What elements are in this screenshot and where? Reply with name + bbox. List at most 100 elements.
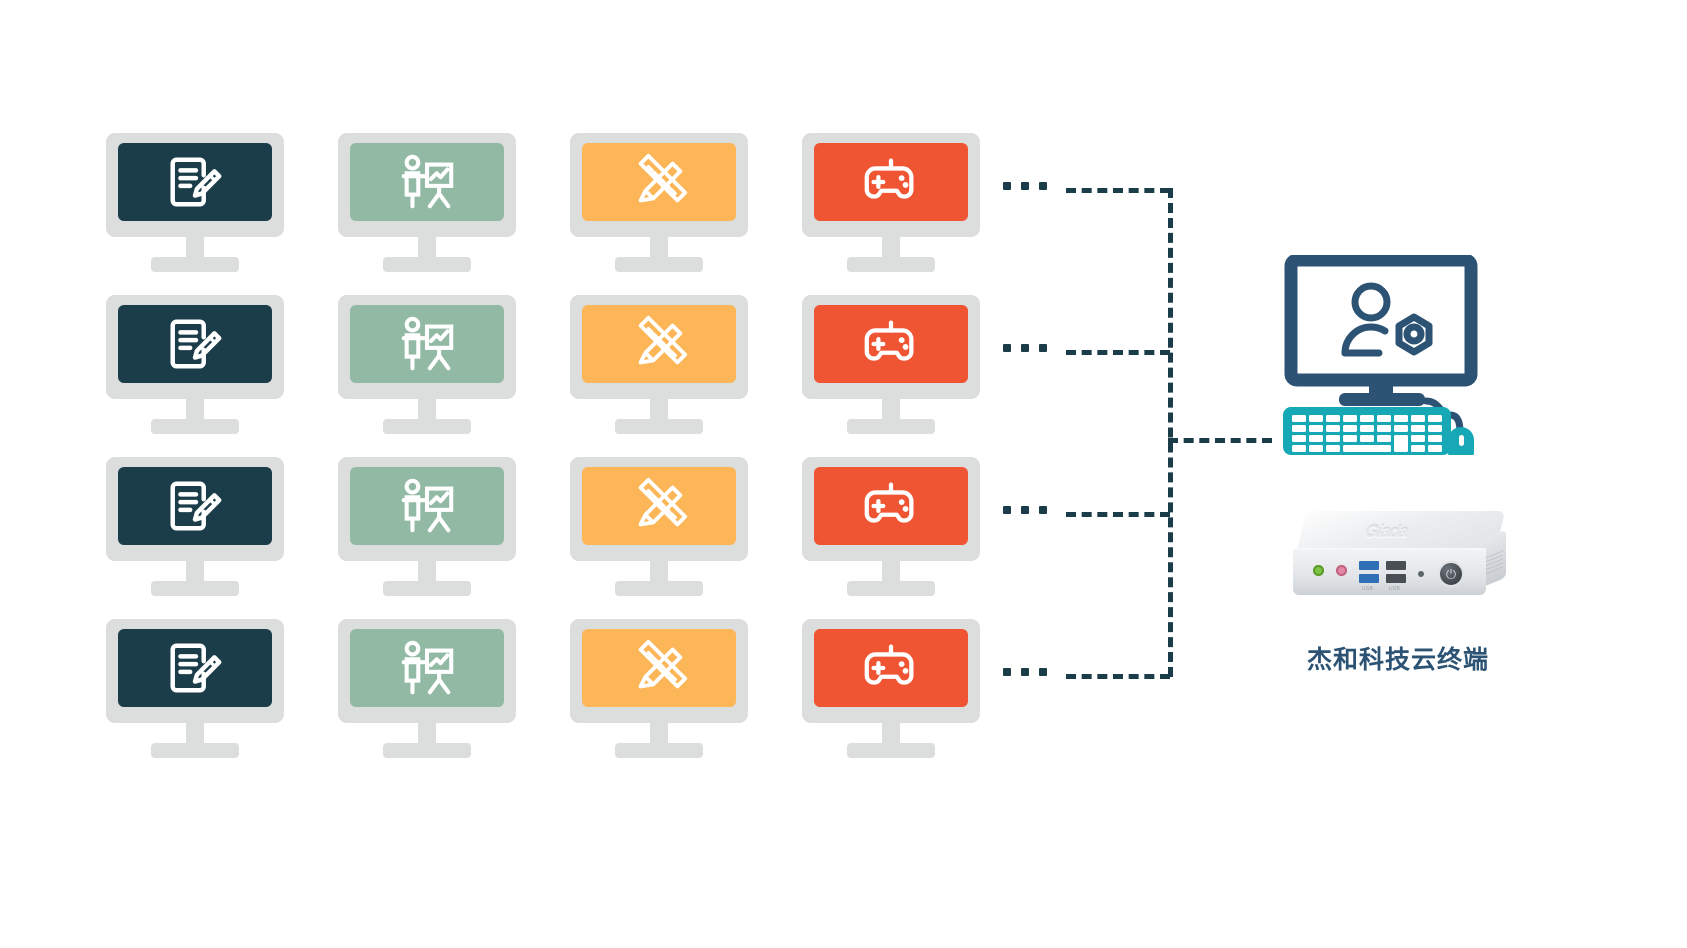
workstation-r4-c1[interactable] [106, 619, 284, 759]
ellipsis-dot [1021, 344, 1029, 352]
ellipsis-row-2 [1003, 344, 1047, 352]
monitor-base [615, 419, 703, 434]
monitor-neck [882, 560, 900, 583]
ellipsis-dot [1021, 182, 1029, 190]
monitor-screen [118, 467, 272, 545]
workstation-r4-c3[interactable] [570, 619, 748, 759]
terminal-monitor-base [1339, 393, 1425, 406]
monitor-base [847, 257, 935, 272]
monitor-screen [814, 305, 968, 383]
usb2-port-top [1386, 561, 1406, 570]
workstation-r2-c1[interactable] [106, 295, 284, 435]
monitor-neck [650, 398, 668, 421]
ellipsis-row-3 [1003, 506, 1047, 514]
workstation-r2-c3[interactable] [570, 295, 748, 435]
connector-branch-row-2 [1066, 350, 1170, 355]
workstation-r1-c2[interactable] [338, 133, 516, 273]
ruler-pencil-design-icon [638, 153, 688, 203]
monitor-neck [186, 560, 204, 583]
document-edit-icon [170, 319, 222, 369]
monitor-screen [814, 143, 968, 221]
monitor-neck [882, 722, 900, 745]
monitor-neck [650, 236, 668, 259]
presentation-chart-icon [401, 478, 454, 533]
workstation-r3-c4[interactable] [802, 457, 980, 597]
workstation-r1-c4[interactable] [802, 133, 980, 273]
terminal-workstation-icon [1283, 255, 1478, 455]
gamepad-icon [864, 320, 914, 361]
ruler-pencil-design-icon [638, 639, 688, 689]
monitor-neck [418, 560, 436, 583]
monitor-screen [118, 305, 272, 383]
monitor-screen [350, 467, 504, 545]
monitor-neck [650, 560, 668, 583]
workstation-r2-c4[interactable] [802, 295, 980, 435]
monitor-screen [350, 143, 504, 221]
reset-pinhole [1418, 571, 1424, 577]
monitor-base [615, 581, 703, 596]
monitor-base [383, 743, 471, 758]
power-button[interactable]: ⏻ [1438, 561, 1464, 587]
monitor-neck [186, 722, 204, 745]
mouse-icon [1448, 427, 1474, 455]
user-gear-icon [1341, 282, 1433, 357]
monitor-neck [418, 398, 436, 421]
ellipsis-dot [1039, 182, 1047, 190]
connector-vertical-bus [1168, 188, 1173, 677]
monitor-base [615, 743, 703, 758]
mini-pc-icon: Giada USB USB ⏻ [1293, 510, 1508, 602]
monitor-screen [814, 467, 968, 545]
connector-trunk-to-terminal [1168, 438, 1272, 443]
monitor-base [615, 257, 703, 272]
monitor-base [383, 419, 471, 434]
document-edit-icon [170, 157, 222, 207]
monitor-base [151, 743, 239, 758]
monitor-base [151, 581, 239, 596]
workstation-r4-c4[interactable] [802, 619, 980, 759]
terminal-monitor-frame [1284, 255, 1478, 387]
gamepad-icon [864, 644, 914, 685]
connector-branch-row-1 [1066, 188, 1170, 193]
monitor-screen [814, 629, 968, 707]
monitor-base [383, 581, 471, 596]
presentation-chart-icon [401, 316, 454, 371]
monitor-neck [418, 722, 436, 745]
workstation-r3-c1[interactable] [106, 457, 284, 597]
usb2-port-bottom [1386, 574, 1406, 583]
monitor-base [151, 419, 239, 434]
gamepad-icon [864, 482, 914, 523]
monitor-base [847, 419, 935, 434]
ellipsis-dot [1039, 668, 1047, 676]
power-glyph: ⏻ [1445, 566, 1457, 582]
ellipsis-row-1 [1003, 182, 1047, 190]
ruler-pencil-design-icon [638, 477, 688, 527]
mic-in-jack [1336, 565, 1347, 576]
ellipsis-dot [1021, 506, 1029, 514]
gamepad-icon [864, 158, 914, 199]
ellipsis-dot [1003, 344, 1011, 352]
ellipsis-dot [1003, 668, 1011, 676]
cloud-terminal-label: 杰和科技云终端 [1306, 646, 1489, 674]
ellipsis-dot [1021, 668, 1029, 676]
ellipsis-dot [1003, 182, 1011, 190]
cloud-terminal-group[interactable]: Giada USB USB ⏻ 杰和科技云终端 [1283, 255, 1613, 715]
presentation-chart-icon [401, 154, 454, 209]
monitor-base [847, 743, 935, 758]
monitor-neck [186, 398, 204, 421]
workstation-r1-c3[interactable] [570, 133, 748, 273]
presentation-chart-icon [401, 640, 454, 695]
ruler-pencil-design-icon [638, 315, 688, 365]
monitor-screen [118, 629, 272, 707]
terminal-monitor-neck [1369, 380, 1393, 396]
workstation-r1-c1[interactable] [106, 133, 284, 273]
workstation-r4-c2[interactable] [338, 619, 516, 759]
ellipsis-row-4 [1003, 668, 1047, 676]
monitor-screen [350, 629, 504, 707]
document-edit-icon [170, 643, 222, 693]
monitor-screen [582, 467, 736, 545]
monitor-base [383, 257, 471, 272]
workstation-r3-c2[interactable] [338, 457, 516, 597]
workstation-r2-c2[interactable] [338, 295, 516, 435]
workstation-r3-c3[interactable] [570, 457, 748, 597]
ellipsis-dot [1003, 506, 1011, 514]
